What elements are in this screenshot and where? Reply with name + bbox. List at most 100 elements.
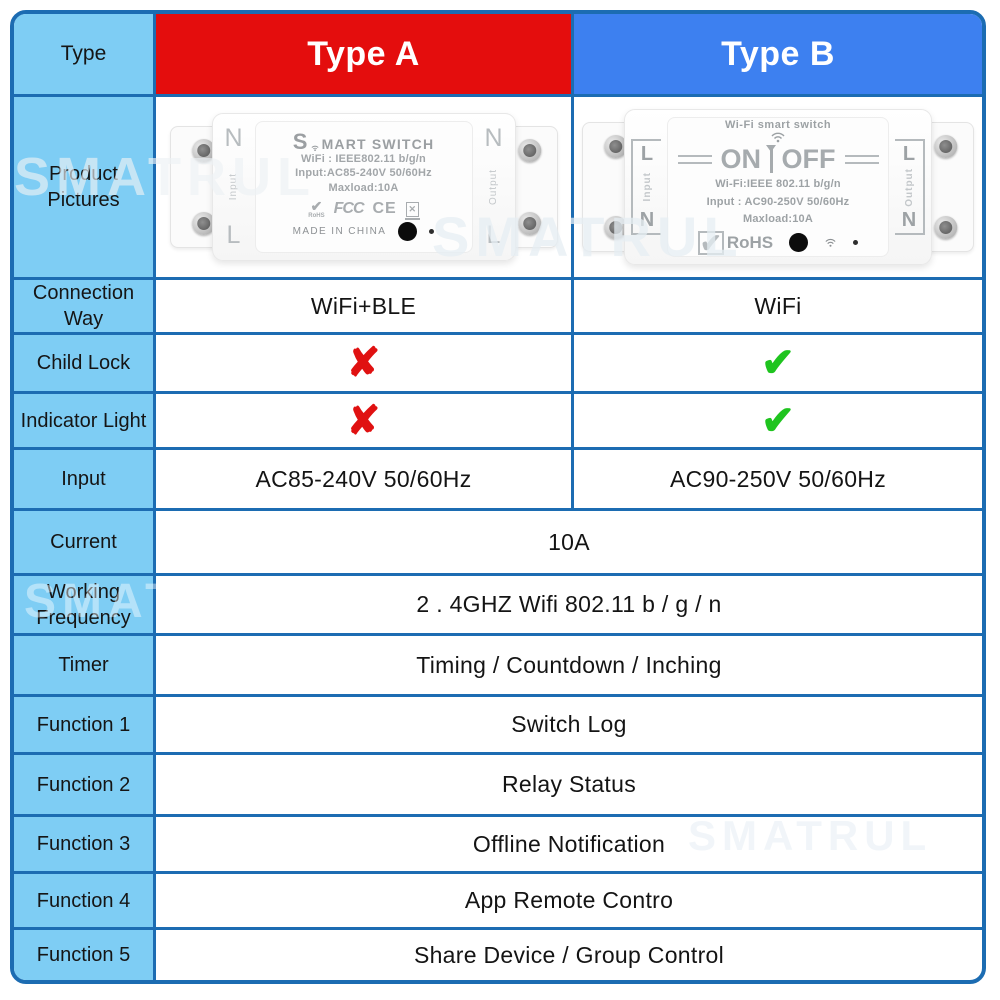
row-label-function-3: Function 3 [14, 817, 156, 874]
power-button-icon [789, 233, 809, 253]
made-in-row: MADE IN CHINA [292, 222, 435, 242]
screw-icon [191, 139, 215, 162]
terminal-label: L [486, 221, 501, 249]
header-type-label: Type [60, 42, 107, 65]
device-label-panel: S MART SWITCH WiFi : IEEE802.11 b/g/n In… [254, 121, 473, 253]
product-picture-type-b: L Input N Wi-Fi smart switch ON OFF [574, 97, 982, 280]
wifi-icon [771, 132, 785, 143]
screw-icon [934, 135, 958, 158]
indicator-light-type-b: ✔ [574, 394, 982, 450]
connection-way-type-b: WiFi [574, 280, 982, 335]
rohs-row: ✔ RoHS [697, 230, 859, 256]
header-type-a-label: Type A [307, 34, 420, 73]
terminal-label: N [901, 208, 917, 231]
terminal-label: Output [488, 168, 499, 206]
device-spec-line: Input : AC90-250V 50/60Hz [706, 195, 850, 208]
terminal-label: N [224, 124, 243, 152]
row-label-product-pictures: Product Pictures [14, 97, 156, 280]
weee-bin-icon: ✕ [404, 201, 420, 220]
screw-icon [517, 139, 541, 162]
fcc-icon: FCC [333, 200, 365, 218]
terminal-lines-icon [844, 155, 879, 165]
header-type: Type [14, 14, 156, 97]
terminal-right: N Output L [473, 114, 515, 260]
led-dot-icon [853, 240, 859, 246]
smart-switch-device-a: N Input L S MART SWITCH WiFi : IEEE802.1… [169, 113, 558, 261]
header-type-b: Type B [574, 14, 982, 97]
made-in-label: MADE IN CHINA [292, 226, 387, 238]
row-label-function-5: Function 5 [14, 930, 156, 980]
wifi-icon [311, 145, 319, 151]
row-label-indicator-light: Indicator Light [14, 394, 156, 450]
function-5-value: Share Device / Group Control [413, 941, 725, 968]
led-dot-icon [429, 229, 435, 235]
wifi-icon [825, 239, 836, 248]
header-type-b-label: Type B [721, 34, 835, 73]
device-spec-line: Wi-Fi:IEEE 802.11 b/g/n [715, 178, 841, 191]
rohs-icon: ✔ RoHS [308, 198, 325, 220]
terminal-lines-icon [677, 155, 712, 165]
terminal-label: L [640, 143, 654, 165]
row-label-working-frequency: Working Frequency [14, 576, 156, 636]
on-label: ON [720, 144, 762, 175]
device-brand: S MART SWITCH [292, 128, 435, 154]
terminal-left: N Input L [213, 114, 255, 260]
device-title: Wi-Fi smart switch [724, 119, 832, 132]
terminal-label: Input [641, 172, 653, 202]
row-label-child-lock: Child Lock [14, 335, 156, 394]
device-spec-line: Input:AC85-240V 50/60Hz [295, 167, 432, 180]
on-off-row: ON OFF [677, 144, 879, 175]
current-value: 10A [156, 511, 982, 576]
screw-icon [517, 212, 541, 235]
terminal-label: L [226, 221, 241, 249]
timer-value: Timing / Countdown / Inching [156, 636, 982, 697]
terminal-label: N [484, 124, 503, 152]
check-icon: ✔ [761, 341, 795, 385]
function-3-value: Offline Notification [156, 817, 982, 874]
device-spec-line: WiFi : IEEE802.11 b/g/n [301, 152, 426, 165]
terminal-label: Input [228, 173, 239, 201]
terminal-label: Output [903, 167, 915, 207]
device-spec-line: Maxload:10A [742, 213, 814, 226]
screw-icon [934, 216, 958, 239]
input-type-a: AC85-240V 50/60Hz [156, 450, 574, 511]
check-icon: ✔ [761, 398, 795, 443]
device-body: L Input N Wi-Fi smart switch ON OFF [624, 109, 932, 265]
row-label-function-4: Function 4 [14, 874, 156, 930]
cross-icon: ✘ [346, 398, 381, 443]
indicator-light-type-a: ✘ [156, 394, 574, 450]
row-label-current: Current [14, 511, 156, 576]
device-label-panel: Wi-Fi smart switch ON OFF Wi-Fi:IEEE 802… [667, 117, 889, 257]
power-button-icon [398, 222, 418, 242]
row-label-connection-way: Connection Way [14, 280, 156, 335]
certification-icons: ✔ RoHS FCC CE ✕ [308, 198, 420, 220]
screw-icon [191, 212, 215, 235]
rohs-icon: ✔ RoHS [697, 230, 773, 256]
screw-icon [604, 216, 628, 239]
product-picture-type-a: N Input L S MART SWITCH WiFi : IEEE802.1… [156, 97, 574, 280]
child-lock-type-b: ✔ [574, 335, 982, 394]
device-body: N Input L S MART SWITCH WiFi : IEEE802.1… [211, 113, 516, 261]
terminal-label: L [902, 143, 916, 165]
function-1-value: Switch Log [156, 697, 982, 755]
smart-switch-device-b: L Input N Wi-Fi smart switch ON OFF [582, 109, 974, 265]
function-4-value: App Remote Contro [156, 874, 982, 930]
comparison-table: Type Type A Type B Product Pictures N In… [10, 10, 986, 984]
terminal-left: L Input N [631, 139, 661, 235]
screw-icon [604, 135, 628, 158]
off-label: OFF [781, 144, 836, 175]
terminal-right: L Output N [895, 139, 925, 235]
terminal-label: N [639, 209, 655, 231]
device-spec-line: Maxload:10A [328, 182, 399, 195]
row-label-timer: Timer [14, 636, 156, 697]
row-label-input: Input [14, 450, 156, 511]
input-type-b: AC90-250V 50/60Hz [574, 450, 982, 511]
function-2-value: Relay Status [156, 755, 982, 817]
header-type-a: Type A [156, 14, 574, 97]
row-label-function-2: Function 2 [14, 755, 156, 817]
row-label-function-1: Function 1 [14, 697, 156, 755]
working-frequency-value: 2 . 4GHZ Wifi 802.11 b / g / n [156, 576, 982, 636]
child-lock-type-a: ✘ [156, 335, 574, 394]
cross-icon: ✘ [346, 341, 381, 385]
ce-icon: CE [372, 200, 397, 218]
